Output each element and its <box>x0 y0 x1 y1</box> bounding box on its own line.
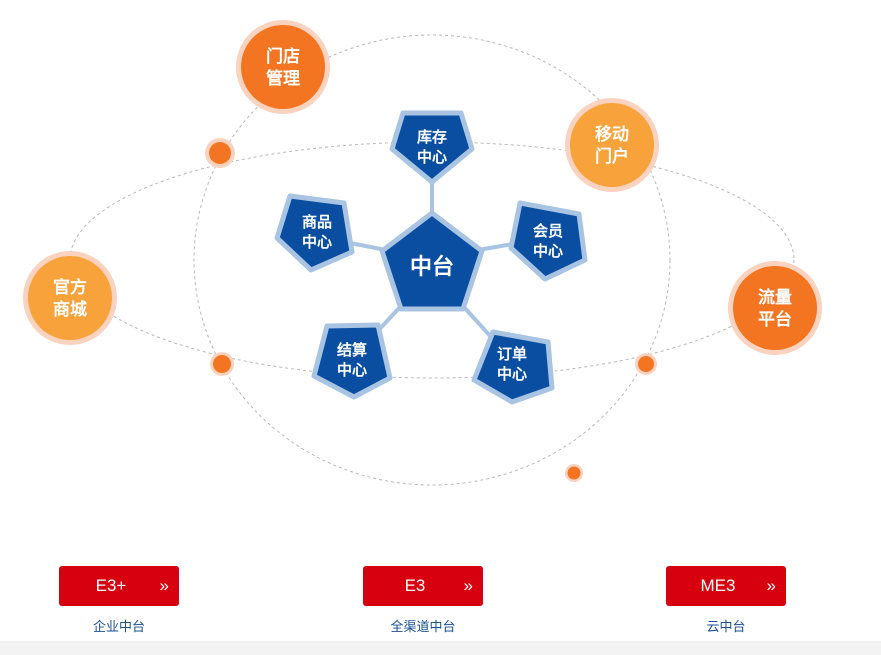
me3-button-label: ME3 <box>700 576 736 595</box>
channel-store-line1: 门店 <box>266 46 300 67</box>
channel-official-line2: 商城 <box>53 299 87 320</box>
channel-official-line1: 官方 <box>53 277 87 298</box>
node-product-line2: 中心 <box>302 233 332 251</box>
node-product: 商品 中心 <box>274 193 355 273</box>
node-order-line2: 中心 <box>497 365 527 383</box>
channel-mobile: 移动 门户 <box>565 98 659 192</box>
spokes <box>349 180 514 340</box>
orbit-large <box>193 34 671 486</box>
chevron-right-icon: » <box>766 576 776 595</box>
channel-official: 官方 商城 <box>23 251 117 345</box>
orbit-dot <box>209 142 231 164</box>
e3plus-subtitle: 企业中台 <box>92 620 145 635</box>
channel-store: 门店 管理 <box>236 20 330 114</box>
node-member-line1: 会员 <box>533 222 563 240</box>
node-settlement-line2: 中心 <box>337 361 367 379</box>
node-settlement-line1: 结算 <box>337 341 367 359</box>
channel-mobile-line1: 移动 <box>595 124 629 145</box>
e3plus-button[interactable]: E3+ » <box>59 566 179 606</box>
e3-button-label: E3 <box>404 576 426 595</box>
node-member-line2: 中心 <box>533 242 563 260</box>
center-label: 中台 <box>410 254 454 280</box>
orbit-lines <box>69 34 795 486</box>
center-node: 中台 <box>379 210 485 312</box>
platform-diagram: 门店 管理 移动 门户 流量 平台 官方 商城 中台 库存 中心 会员 中心 订… <box>23 20 822 486</box>
e3-button[interactable]: E3 » <box>363 566 483 606</box>
node-inventory: 库存 中心 <box>389 110 475 185</box>
node-product-line1: 商品 <box>302 213 332 231</box>
me3-button[interactable]: ME3 » <box>666 566 786 606</box>
orbit-wide <box>69 141 795 379</box>
node-inventory-line1: 库存 <box>417 128 447 146</box>
channel-traffic-line1: 流量 <box>758 287 792 308</box>
node-settlement: 结算 中心 <box>311 322 393 400</box>
orbit-dot <box>567 466 581 480</box>
chevron-right-icon: » <box>159 576 169 595</box>
channel-mobile-line2: 门户 <box>595 146 629 167</box>
orbit-dot <box>638 356 654 372</box>
orbit-dot <box>213 355 231 373</box>
chevron-right-icon: » <box>463 576 473 595</box>
node-member: 会员 中心 <box>508 200 588 282</box>
node-order-line1: 订单 <box>497 345 527 363</box>
e3plus-button-label: E3+ <box>95 576 127 595</box>
channel-traffic-line2: 平台 <box>758 309 792 330</box>
channel-store-line2: 管理 <box>266 68 300 89</box>
node-order: 订单 中心 <box>471 329 555 405</box>
me3-subtitle: 云中台 <box>706 620 746 635</box>
channel-traffic: 流量 平台 <box>728 261 822 355</box>
footer-bar <box>0 641 881 655</box>
e3-subtitle: 全渠道中台 <box>390 620 456 635</box>
orbit-dots <box>205 138 657 482</box>
node-inventory-line2: 中心 <box>417 148 447 166</box>
